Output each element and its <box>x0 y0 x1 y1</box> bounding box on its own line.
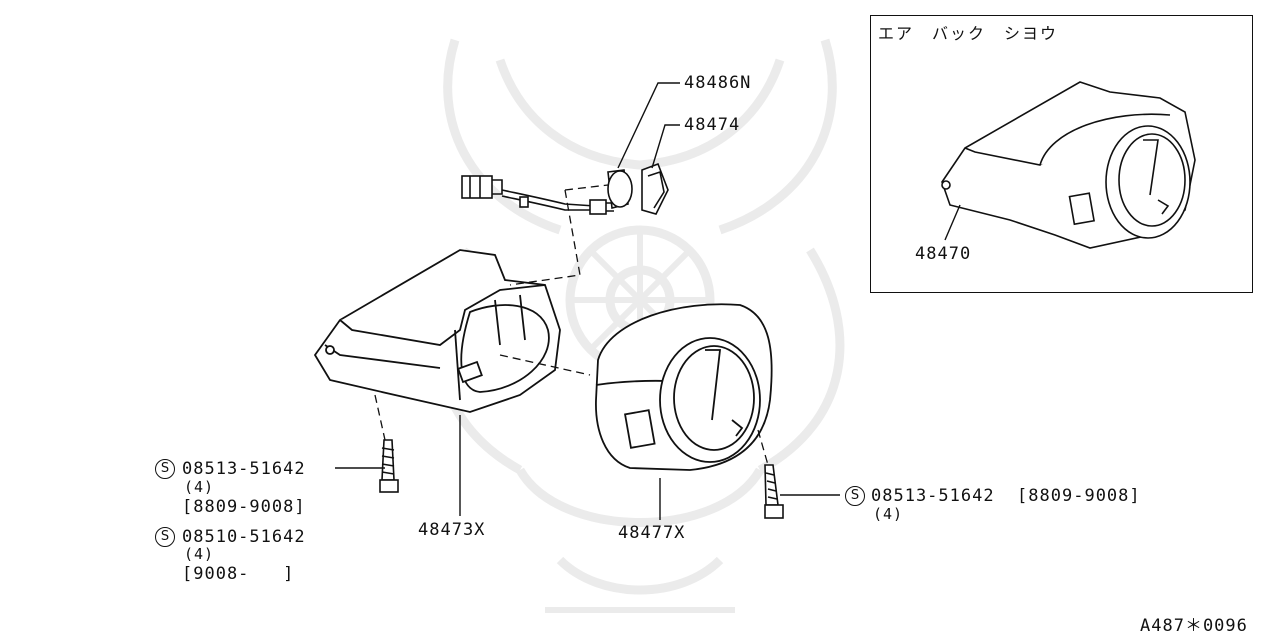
s-symbol-1: S <box>155 459 175 479</box>
screw-1-qty: (4) <box>184 478 215 496</box>
inset-airbag-assembly <box>941 81 1196 249</box>
screw-3-number: 08513-51642 [8809-9008] <box>871 486 1141 506</box>
leader-lines <box>335 82 961 520</box>
screw-1-number: 08513-51642 <box>182 459 306 479</box>
screw-1-date: [8809-9008] <box>182 497 306 517</box>
label-48477X: 48477X <box>618 523 686 543</box>
harness-connector <box>461 175 614 215</box>
label-48470: 48470 <box>915 244 972 264</box>
label-48486N: 48486N <box>684 73 752 93</box>
screw-2-qty: (4) <box>184 545 215 563</box>
part-48477X-upper-cover <box>595 303 773 471</box>
screw-3-qty: (4) <box>873 505 904 523</box>
screw-right <box>764 464 784 519</box>
s-symbol-3: S <box>845 486 865 506</box>
screw-left <box>379 439 399 493</box>
part-48473X-lower-cover <box>313 249 561 413</box>
assembly-dashed-lines <box>374 184 769 466</box>
diagram-code: A487＊0096 <box>1140 616 1248 636</box>
screw-2-date: [9008- ] <box>182 564 295 584</box>
label-48473X: 48473X <box>418 520 486 540</box>
s-symbol-2: S <box>155 527 175 547</box>
screw-2-number: 08510-51642 <box>182 527 306 547</box>
inset-title: エア バック シヨウ <box>878 24 1059 43</box>
part-48486N-cylinder <box>607 169 633 209</box>
part-48474-cover <box>641 162 669 215</box>
inset-frame <box>870 15 1253 293</box>
label-48474: 48474 <box>684 115 741 135</box>
